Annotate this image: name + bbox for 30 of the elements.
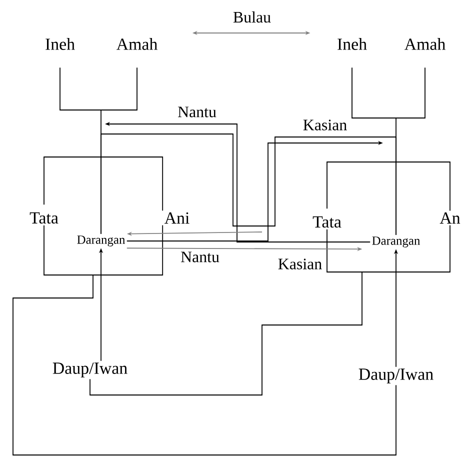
connector [44,224,94,276]
kin-name: Darangan [372,236,420,248]
kin-name: An [440,212,460,224]
kin-name: Amah [116,38,158,50]
connector [396,67,426,118]
edge-label: Nantu [180,252,220,262]
kin-name: Tata [312,216,342,228]
connector [60,67,102,110]
kin-name: Daup/Iwan [358,368,434,384]
connector [100,67,138,110]
connector [90,272,362,396]
connector [362,224,450,272]
connector [326,162,450,212]
edge-label: Nantu [178,106,216,118]
kin-name: Ineh [46,38,75,50]
connector [352,67,396,118]
edge-label: Kasian [278,258,322,270]
kin-name: Daup/Iwan [52,362,128,378]
kin-name: Tata [30,212,58,224]
kin-name: Amah [404,38,446,50]
connector [326,228,362,272]
connector [44,156,164,212]
connector [12,274,396,456]
connector [100,110,102,234]
kin-name: Darangan [77,236,126,246]
connector [92,224,164,276]
kin-name: Ani [164,212,190,224]
edge-label: Bulau [233,11,271,23]
kin-name: Ineh [338,38,367,50]
edge-label: Kasian [303,120,347,130]
